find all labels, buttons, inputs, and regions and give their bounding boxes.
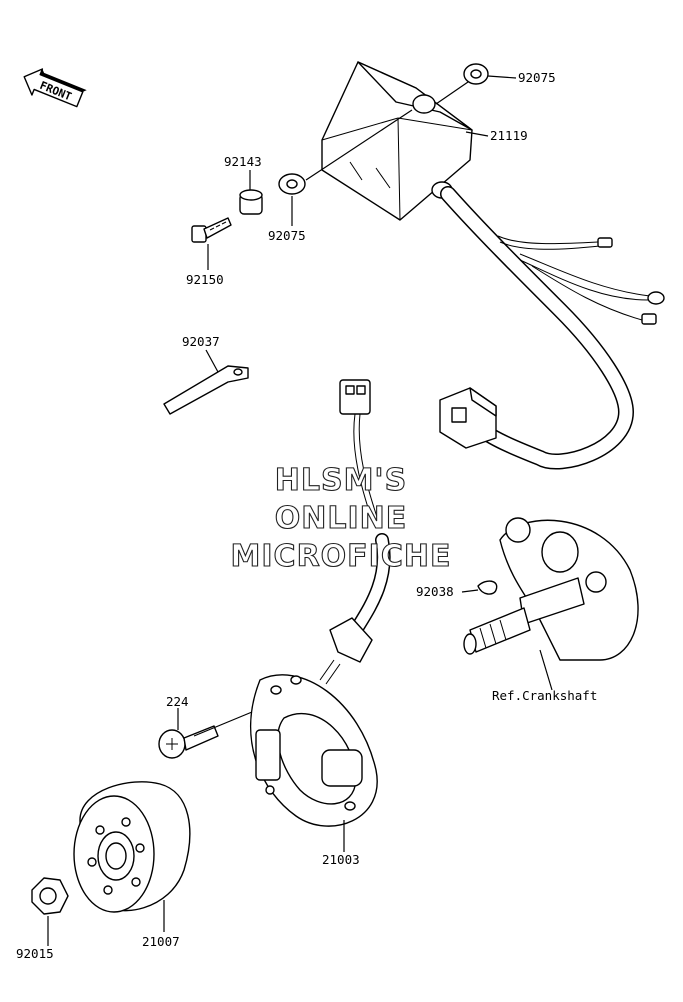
callout-92150: 92150 xyxy=(186,272,224,287)
callout-21003: 21003 xyxy=(322,852,360,867)
callout-224: 224 xyxy=(166,694,189,709)
bolt-92150 xyxy=(191,217,232,243)
cdi-connector xyxy=(439,387,497,449)
callout-92037: 92037 xyxy=(182,334,220,349)
crankshaft-ref xyxy=(463,517,639,661)
nut-92015 xyxy=(31,877,69,915)
callout-92143: 92143 xyxy=(224,154,262,169)
front-arrow-icon: FRONT xyxy=(23,68,87,108)
stator-lead xyxy=(319,379,391,685)
flywheel-21007 xyxy=(73,781,191,913)
collar-92143 xyxy=(239,189,263,215)
callout-92075-mid: 92075 xyxy=(268,228,306,243)
callout-92075-top: 92075 xyxy=(518,70,556,85)
watermark-line-2: ONLINE xyxy=(275,501,408,536)
cdi-unit xyxy=(321,61,665,470)
grommet-92075-mid xyxy=(278,173,306,195)
watermark-line-1: HLSM'S xyxy=(275,463,407,498)
grommet-92075-top xyxy=(463,63,489,85)
callout-92015: 92015 xyxy=(16,946,54,961)
watermark: HLSM'S ONLINE MICROFICHE xyxy=(230,462,452,574)
key-92037 xyxy=(163,365,249,415)
callout-labels: 92075 21119 92143 92075 92150 92037 9203… xyxy=(16,70,597,961)
callout-ref-crankshaft: Ref.Crankshaft xyxy=(492,688,597,703)
callout-92038: 92038 xyxy=(416,584,454,599)
leader-lines xyxy=(47,75,553,946)
screw-224 xyxy=(158,725,219,759)
watermark-line-3: MICROFICHE xyxy=(231,539,452,574)
callout-21007: 21007 xyxy=(142,934,180,949)
callout-21119: 21119 xyxy=(490,128,528,143)
stator-21003 xyxy=(250,674,378,827)
